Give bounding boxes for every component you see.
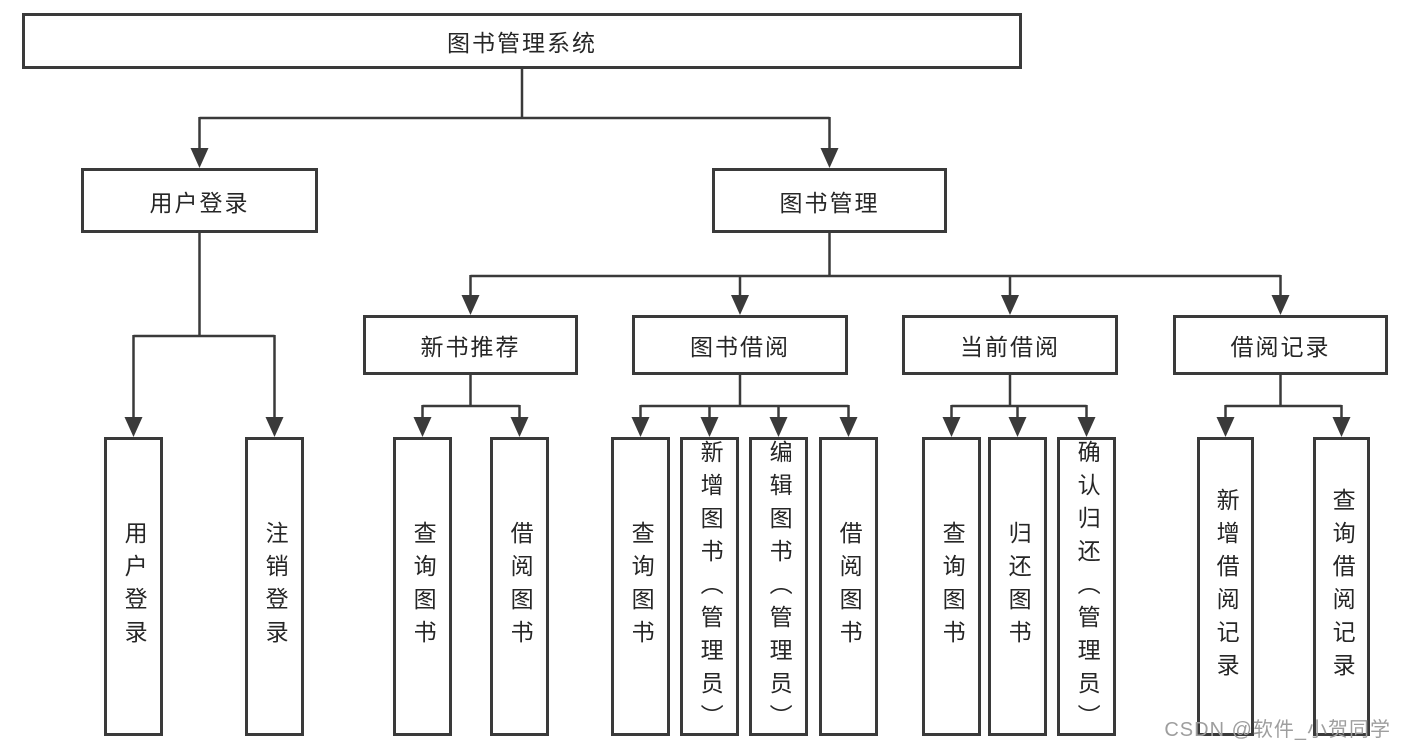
node-label: 新增图书（管理员） <box>697 440 724 737</box>
node-book-borrowing: 图书借阅 <box>632 315 848 375</box>
node-borrowing-records: 借阅记录 <box>1173 315 1388 375</box>
node-leaf-query-borrow-record: 查询借阅记录 <box>1313 437 1370 736</box>
node-leaf-query-books-borrowing: 查询图书 <box>611 437 670 736</box>
node-label: 查询图书 <box>628 520 655 653</box>
node-label: 编辑图书（管理员） <box>766 440 793 737</box>
node-leaf-borrow-books-recommend: 借阅图书 <box>490 437 549 736</box>
node-label: 图书管理 <box>779 189 880 216</box>
node-label: 借阅图书 <box>507 520 534 653</box>
node-current-borrowing: 当前借阅 <box>902 315 1118 375</box>
node-label: 借阅图书 <box>836 520 863 653</box>
node-book-management-system: 图书管理系统 <box>22 13 1022 69</box>
node-leaf-edit-books-admin: 编辑图书（管理员） <box>749 437 808 737</box>
node-label: 确认归还（管理员） <box>1074 440 1101 737</box>
node-leaf-add-borrow-record: 新增借阅记录 <box>1197 437 1254 736</box>
node-new-book-recommend: 新书推荐 <box>363 315 578 375</box>
node-label: 用户登录 <box>149 189 250 216</box>
node-leaf-user-login: 用户登录 <box>104 437 163 736</box>
node-leaf-logout: 注销登录 <box>245 437 304 736</box>
node-label: 当前借阅 <box>960 334 1060 360</box>
node-book-management: 图书管理 <box>712 168 947 233</box>
node-leaf-confirm-return-admin: 确认归还（管理员） <box>1057 437 1116 737</box>
node-label: 查询图书 <box>939 520 966 653</box>
node-label: 借阅记录 <box>1230 334 1331 360</box>
node-user-login: 用户登录 <box>81 168 318 233</box>
node-label: 用户登录 <box>121 520 148 653</box>
node-label: 图书借阅 <box>690 334 790 360</box>
node-label: 查询借阅记录 <box>1329 487 1356 686</box>
node-leaf-borrow-books-borrowing: 借阅图书 <box>819 437 878 736</box>
arrowheads <box>124 148 1351 437</box>
node-leaf-query-books-recommend: 查询图书 <box>393 437 452 736</box>
node-label: 新书推荐 <box>420 334 521 360</box>
csdn-watermark: CSDN @软件_小贺同学 <box>1164 719 1391 741</box>
node-label: 注销登录 <box>262 520 289 653</box>
node-leaf-query-books-current: 查询图书 <box>922 437 981 736</box>
node-leaf-return-books: 归还图书 <box>988 437 1047 736</box>
node-label: 新增借阅记录 <box>1213 487 1240 686</box>
node-label: 归还图书 <box>1005 520 1032 653</box>
node-leaf-add-books-admin: 新增图书（管理员） <box>680 437 739 737</box>
node-label: 查询图书 <box>410 520 437 653</box>
node-label: 图书管理系统 <box>447 30 597 56</box>
